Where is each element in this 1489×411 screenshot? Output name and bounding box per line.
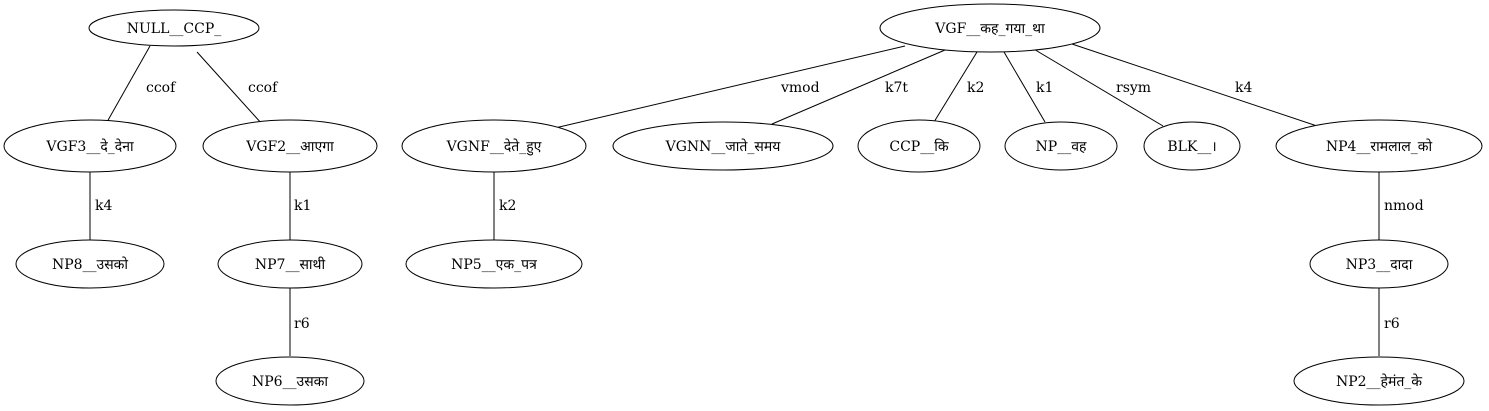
node-np3: NP3__दादा <box>1309 239 1449 289</box>
node-label: NP__वह <box>1036 139 1087 155</box>
edge-vgf3-np8: k4 <box>89 172 112 240</box>
node-label: CCP__कि <box>889 138 948 155</box>
edge-vgf-np4: k4 <box>1071 43 1324 129</box>
node-vgf: VGF__कह_गया_था <box>879 3 1101 53</box>
edge-null-vgf2: ccof <box>196 51 279 125</box>
edge-vgnf-np5: k2 <box>493 172 516 240</box>
node-label: NP4__रामलाल_को <box>1326 138 1433 155</box>
edge-label: k2 <box>967 80 984 96</box>
edge-vgf-vgnn: k7t <box>771 49 946 125</box>
node-np8: NP8__उसको <box>15 239 165 289</box>
node-label: VGF2__आएगा <box>245 139 334 155</box>
node-label: NP5__एक_पत्र <box>451 257 537 273</box>
edge-label: k4 <box>1235 80 1252 96</box>
edge-vgf-blk: rsym <box>1031 47 1164 127</box>
edge-vgf-vgnf: vmod <box>554 45 906 129</box>
edge-label: rsym <box>1116 80 1151 96</box>
node-np4: NP4__रामलाल_को <box>1275 119 1483 173</box>
node-label: BLK__। <box>1167 139 1216 155</box>
node-label: NP8__उसको <box>52 256 128 273</box>
node-label: NP2__हेमंत_के <box>1336 373 1422 390</box>
node-vgf2: VGF2__आएगा <box>202 119 378 173</box>
node-vgnn: VGNN__जाते_समय <box>612 121 834 171</box>
edge-label: r6 <box>294 316 310 332</box>
node-null-ccp: NULL__CCP_ <box>88 9 260 47</box>
node-vgnf: VGNF__देते_हुए <box>401 119 587 173</box>
node-vgf3: VGF3__दे_देना <box>3 119 177 173</box>
edge-np7-np6: r6 <box>289 288 310 356</box>
edge-null-vgf3: ccof <box>106 45 177 123</box>
edge-label: r6 <box>1384 316 1400 332</box>
edge-label: vmod <box>780 80 820 96</box>
node-np2: NP2__हेमंत_के <box>1293 356 1465 406</box>
node-np: NP__वह <box>1004 121 1118 171</box>
node-label: NULL__CCP_ <box>127 21 222 37</box>
edge-label: k2 <box>499 198 516 214</box>
edge-label: k7t <box>885 80 908 96</box>
node-label: VGF__कह_गया_था <box>934 21 1045 37</box>
edge-np4-np3: nmod <box>1378 172 1424 240</box>
node-label: VGNN__जाते_समय <box>665 138 782 155</box>
edge-label: nmod <box>1384 198 1424 214</box>
node-np5: NP5__एक_पत्र <box>405 239 583 289</box>
edge-vgf2-np7: k1 <box>289 172 311 240</box>
node-label: VGF3__दे_देना <box>45 138 134 155</box>
edge-label: k1 <box>1036 80 1053 96</box>
edge-label: k1 <box>294 198 311 214</box>
node-label: NP6__उसका <box>252 374 328 390</box>
edge-label: ccof <box>146 80 177 96</box>
edge-vgf-ccp: k2 <box>933 51 984 123</box>
node-label: NP7__साथी <box>255 256 326 273</box>
node-blk: BLK__। <box>1143 121 1241 171</box>
edge-label: ccof <box>248 80 279 96</box>
node-ccp: CCP__कि <box>857 119 981 173</box>
edge-np3-np2: r6 <box>1378 288 1400 356</box>
node-np7: NP7__साथी <box>217 239 363 289</box>
node-np6: NP6__उसका <box>215 356 365 406</box>
node-label: VGNF__देते_हुए <box>446 138 542 156</box>
node-label: NP3__दादा <box>1346 257 1413 273</box>
edge-vgf-np: k1 <box>1003 51 1053 123</box>
edge-label: k4 <box>95 198 112 214</box>
